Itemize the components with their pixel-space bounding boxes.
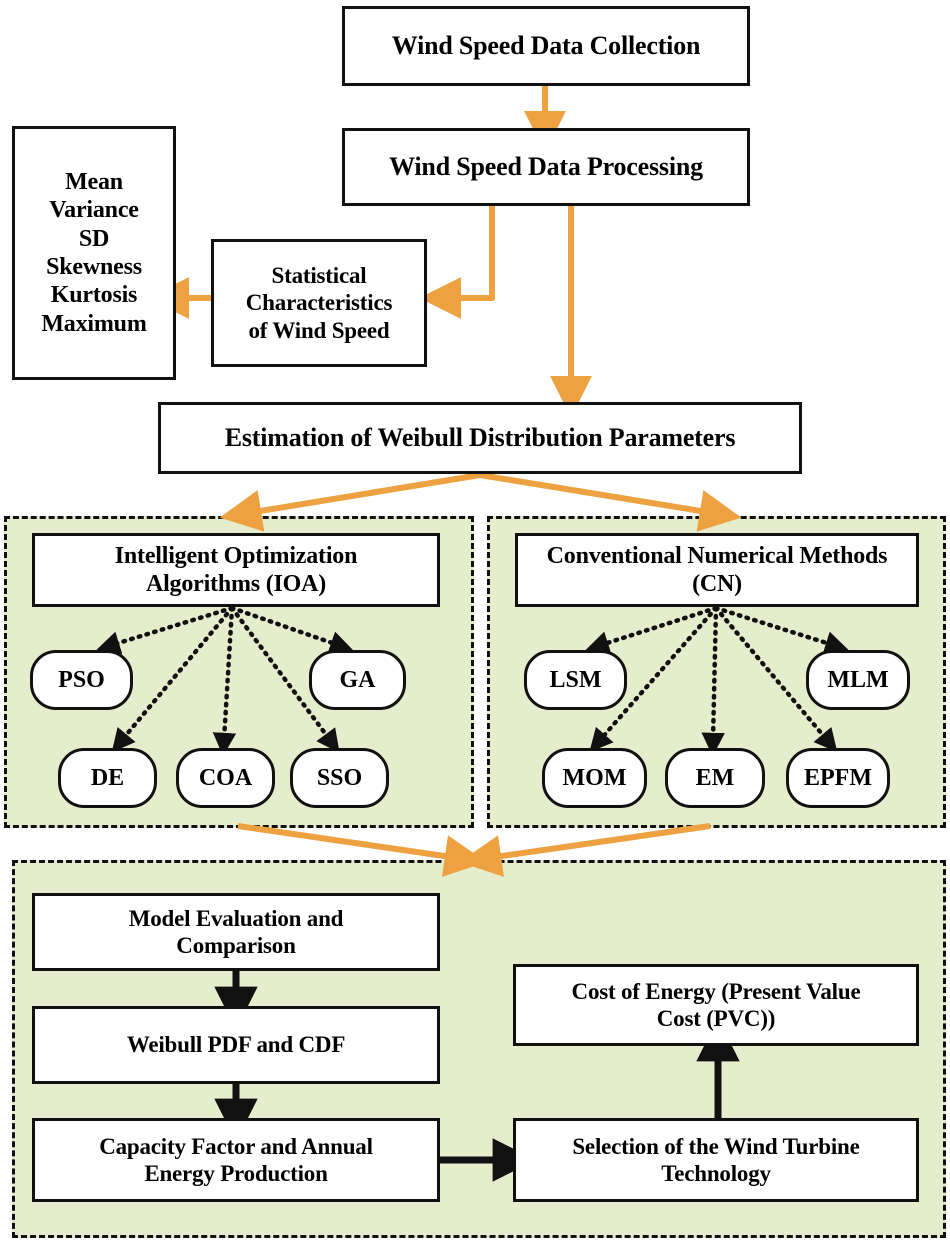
box-label-line1: Conventional Numerical Methods xyxy=(546,542,888,569)
box-weibull-pdf-cdf[interactable]: Weibull PDF and CDF xyxy=(32,1006,440,1084)
box-label: Weibull PDF and CDF xyxy=(126,1032,346,1058)
stat-item-variance: Variance xyxy=(49,197,139,224)
stat-item-sd: SD xyxy=(78,225,110,252)
arrow-processing-to-statistical xyxy=(419,205,495,319)
box-ioa-header[interactable]: Intelligent Optimization Algorithms (IOA… xyxy=(32,533,440,607)
pill-label: PSO xyxy=(58,666,105,693)
pill-label: MOM xyxy=(562,764,627,791)
box-label: Wind Speed Data Processing xyxy=(389,151,703,181)
box-label-line2: Characteristics xyxy=(245,290,393,316)
pill-method-ga[interactable]: GA xyxy=(309,650,406,710)
box-label: Estimation of Weibull Distribution Param… xyxy=(224,422,736,452)
box-label-line1: Intelligent Optimization xyxy=(114,542,358,569)
stat-item-skewness: Skewness xyxy=(46,254,142,280)
box-statistics-list[interactable]: Mean Variance SD Skewness Kurtosis Maxim… xyxy=(12,126,176,380)
arrow-estimation-to-ioa xyxy=(219,472,481,532)
pill-method-mlm[interactable]: MLM xyxy=(806,650,910,710)
box-label-line2: Technology xyxy=(661,1161,771,1186)
box-label-line1: Cost of Energy (Present Value xyxy=(571,978,861,1004)
pill-label: EM xyxy=(695,764,735,791)
pill-label: COA xyxy=(198,764,253,791)
pill-label: MLM xyxy=(827,666,889,693)
pill-label: GA xyxy=(339,666,376,693)
stat-item-mean: Mean xyxy=(65,169,123,196)
box-label-line1: Statistical xyxy=(271,263,367,289)
pill-method-mom[interactable]: MOM xyxy=(542,748,647,808)
box-statistical-characteristics[interactable]: Statistical Characteristics of Wind Spee… xyxy=(211,239,427,367)
pill-label: LSM xyxy=(549,666,602,693)
pill-method-de[interactable]: DE xyxy=(58,748,157,808)
box-label-line1: Model Evaluation and xyxy=(128,905,344,931)
pill-label: SSO xyxy=(316,764,363,791)
arrow-cn-to-evaluation xyxy=(459,823,711,877)
box-cn-header[interactable]: Conventional Numerical Methods (CN) xyxy=(515,533,919,607)
box-cost-of-energy[interactable]: Cost of Energy (Present Value Cost (PVC)… xyxy=(513,964,919,1046)
box-label-line2: (CN) xyxy=(692,571,742,597)
pill-method-coa[interactable]: COA xyxy=(176,748,275,808)
pill-label: EPFM xyxy=(804,764,872,791)
box-turbine-selection[interactable]: Selection of the Wind Turbine Technology xyxy=(513,1118,919,1202)
box-label-line1: Capacity Factor and Annual xyxy=(99,1133,373,1159)
box-label-line2: Cost (PVC)) xyxy=(656,1006,776,1031)
stat-item-maximum: Maximum xyxy=(41,310,147,337)
box-label: Wind Speed Data Collection xyxy=(391,30,701,60)
box-label-line1: Selection of the Wind Turbine xyxy=(572,1133,860,1159)
box-label-line2: Comparison xyxy=(176,933,296,958)
arrow-ioa-to-evaluation xyxy=(237,823,487,877)
stat-item-kurtosis: Kurtosis xyxy=(50,282,138,309)
box-estimation-weibull-parameters[interactable]: Estimation of Weibull Distribution Param… xyxy=(158,402,802,474)
box-wind-speed-data-processing[interactable]: Wind Speed Data Processing xyxy=(342,128,750,206)
arrow-estimation-to-cn xyxy=(479,472,742,532)
box-capacity-factor-aep[interactable]: Capacity Factor and Annual Energy Produc… xyxy=(32,1118,440,1202)
pill-method-epfm[interactable]: EPFM xyxy=(786,748,890,808)
box-label-line2: Energy Production xyxy=(144,1161,328,1186)
pill-label: DE xyxy=(90,764,125,791)
pill-method-em[interactable]: EM xyxy=(665,748,765,808)
box-label-line2: Algorithms (IOA) xyxy=(145,571,327,597)
pill-method-lsm[interactable]: LSM xyxy=(524,650,627,710)
pill-method-pso[interactable]: PSO xyxy=(30,650,133,710)
pill-method-sso[interactable]: SSO xyxy=(290,748,389,808)
box-label-line3: of Wind Speed xyxy=(248,317,390,343)
box-model-evaluation-comparison[interactable]: Model Evaluation and Comparison xyxy=(32,893,440,971)
box-wind-speed-data-collection[interactable]: Wind Speed Data Collection xyxy=(342,6,750,86)
